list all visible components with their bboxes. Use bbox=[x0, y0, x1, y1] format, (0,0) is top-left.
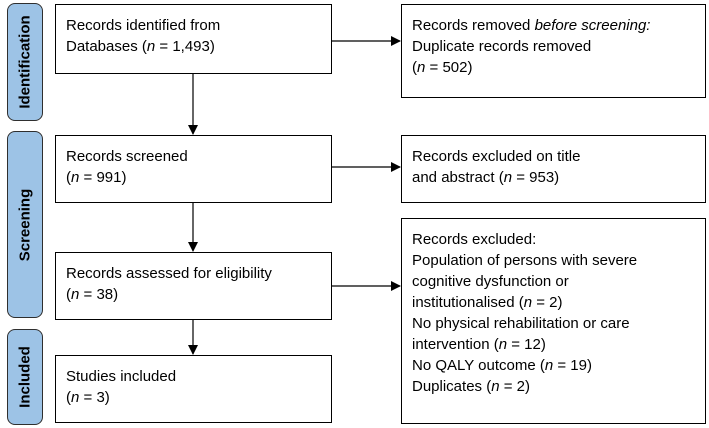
identified-line1: Records identified from bbox=[66, 17, 221, 34]
excluded-title-line1: Records excluded on title bbox=[412, 148, 581, 165]
excluded-reasons-line1: Records excluded: bbox=[412, 231, 537, 248]
excluded-reasons-line7: No QALY outcome (n = 19) bbox=[412, 357, 592, 374]
box-records-screened: Records screened (n = 991) bbox=[55, 135, 332, 203]
eligibility-line1: Records assessed for eligibility bbox=[66, 265, 272, 282]
box-studies-included: Studies included (n = 3) bbox=[55, 355, 332, 423]
excluded-reasons-line5: No physical rehabilitation or care bbox=[412, 315, 630, 332]
excluded-reasons-line4: institutionalised (n = 2) bbox=[412, 294, 563, 311]
eligibility-line2: (n = 38) bbox=[66, 286, 119, 303]
stage-label-screening: Screening bbox=[7, 131, 43, 318]
stage-label-identification: Identification bbox=[7, 3, 43, 121]
box-records-assessed: Records assessed for eligibility (n = 38… bbox=[55, 252, 332, 320]
box-excluded-title-abstract: Records excluded on title and abstract (… bbox=[401, 135, 706, 203]
removed-line1: Records removed before screening: bbox=[412, 17, 651, 34]
excluded-title-line2: and abstract (n = 953) bbox=[412, 169, 560, 186]
excluded-reasons-line6: intervention (n = 12) bbox=[412, 336, 546, 353]
stage-label-included: Included bbox=[7, 329, 43, 425]
screened-line1: Records screened bbox=[66, 148, 188, 165]
box-records-removed: Records removed before screening: Duplic… bbox=[401, 4, 706, 98]
included-line2: (n = 3) bbox=[66, 389, 110, 406]
removed-line2: Duplicate records removed bbox=[412, 38, 592, 55]
excluded-reasons-line8: Duplicates (n = 2) bbox=[412, 378, 530, 395]
included-line1: Studies included bbox=[66, 368, 177, 385]
excluded-reasons-line3: cognitive dysfunction or bbox=[412, 273, 569, 290]
identified-line2: Databases (n = 1,493) bbox=[66, 38, 215, 55]
removed-line3: (n = 502) bbox=[412, 59, 473, 76]
box-records-identified: Records identified from Databases (n = 1… bbox=[55, 4, 332, 74]
box-excluded-reasons: Records excluded: Population of persons … bbox=[401, 218, 706, 424]
screened-line2: (n = 991) bbox=[66, 169, 127, 186]
excluded-reasons-line2: Population of persons with severe bbox=[412, 252, 638, 269]
